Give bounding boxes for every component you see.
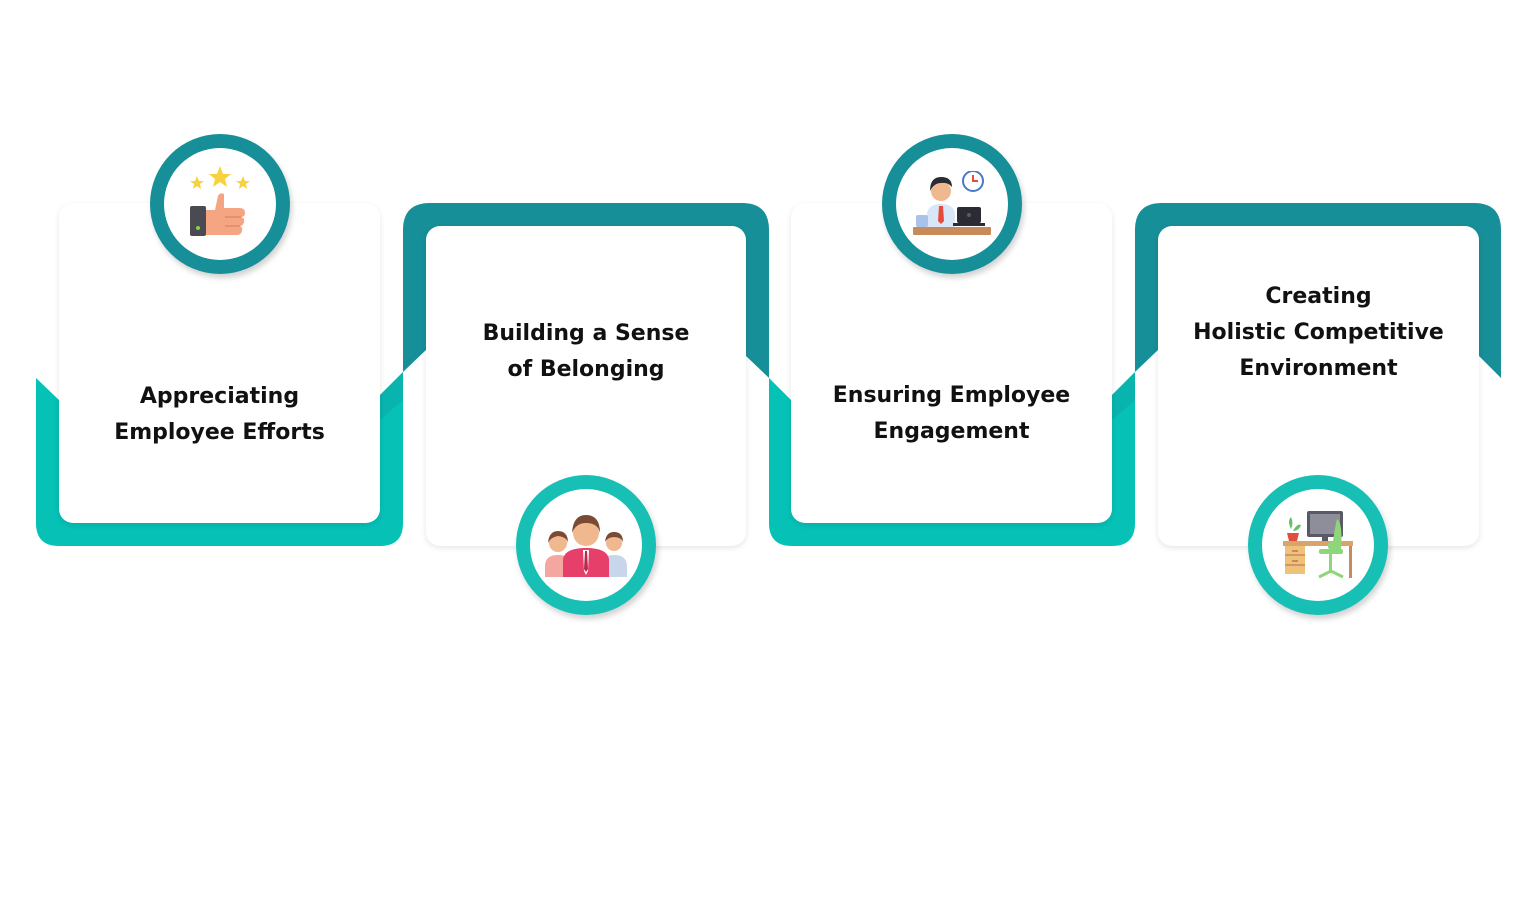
step-badge-1 [150, 134, 290, 274]
step-badge-3 [882, 134, 1022, 274]
band-segment-1 [36, 372, 403, 546]
step-badge-2 [516, 475, 656, 615]
office-desk-workspace-icon [1283, 511, 1353, 579]
step-badge-4 [1248, 475, 1388, 615]
step-title: Building a Sense of Belonging [482, 321, 690, 382]
band-segment-2 [403, 203, 769, 378]
step-title: Creating Holistic Competitive Environmen… [1193, 284, 1444, 381]
thumbs-up-stars-icon [190, 166, 250, 236]
employee-at-desk-clock-icon [913, 171, 991, 235]
step-title: Ensuring Employee Engagement [832, 383, 1071, 444]
band-segment-4 [1135, 203, 1501, 378]
band-segment-3 [769, 372, 1135, 546]
team-group-icon [545, 515, 627, 577]
step-title: Appreciating Employee Efforts [114, 384, 325, 445]
